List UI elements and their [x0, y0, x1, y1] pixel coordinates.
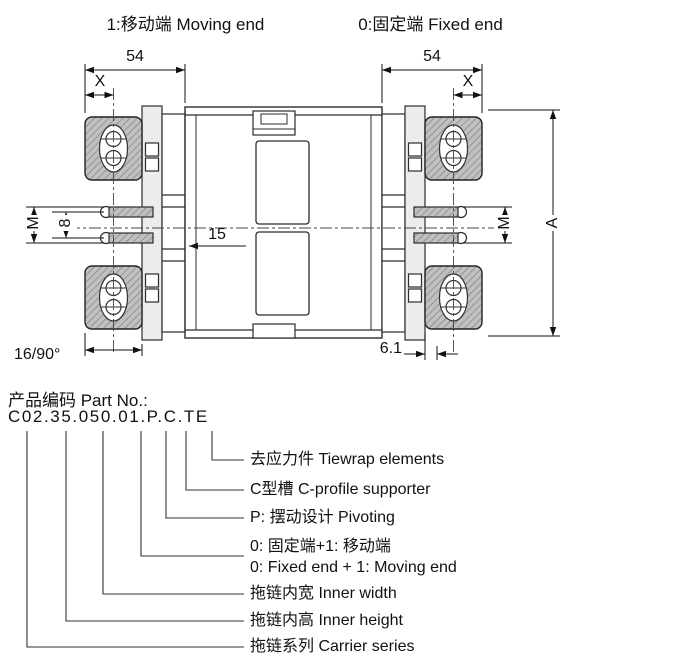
breakdown-label-tiewrap: 去应力件 Tiewrap elements: [250, 451, 445, 468]
dim-x-left: X: [94, 73, 106, 90]
breakdown-label-ends: 0: 固定端+1: 移动端 0: Fixed end + 1: Moving e…: [250, 536, 457, 578]
bottom-notch: [252, 323, 296, 339]
inner-cavity-top: [255, 140, 310, 225]
right-plate: [404, 105, 426, 341]
breakdown-label-pivoting: P: 摆动设计 Pivoting: [250, 509, 395, 526]
slotted-holes: [98, 124, 469, 322]
centerlines: [68, 88, 500, 354]
dim-a: A: [542, 215, 564, 231]
part-no-label: 产品编码 Part No.:: [8, 391, 148, 410]
left-plate: [141, 105, 163, 341]
moving-end-label: 1:移动端 Moving end: [106, 15, 265, 34]
dim-m-right: M: [494, 215, 516, 231]
breakdown-connectors: [26, 431, 244, 648]
dimension-lines: [26, 64, 560, 360]
dim-54-right: 54: [423, 48, 441, 65]
inner-cavity-bottom: [255, 231, 310, 316]
dim-6-1: 6.1: [379, 340, 402, 357]
right-side-band: [381, 113, 406, 333]
breakdown-label-inner-width: 拖链内宽 Inner width: [250, 585, 397, 602]
right-pins: [413, 205, 468, 245]
part-no-code: C02.35.050.01.P.C.TE: [8, 407, 209, 426]
dim-54-left: 54: [126, 48, 144, 65]
dim-m-left: M: [23, 215, 45, 231]
breakdown-label-c-profile: C型槽 C-profile supporter: [250, 481, 431, 498]
dim-15: 15: [208, 226, 226, 243]
breakdown-label-inner-height: 拖链内高 Inner height: [250, 612, 403, 629]
breakdown-label-ends-cn: 0: 固定端+1: 移动端: [250, 538, 391, 555]
fixed-end-label: 0:固定端 Fixed end: [358, 15, 503, 34]
drawing-structure: [84, 105, 483, 341]
dim-8: 8: [55, 215, 77, 231]
breakdown-label-carrier-series: 拖链系列 Carrier series: [250, 638, 415, 655]
left-side-band: [161, 113, 186, 333]
dim-angle: 16/90°: [14, 346, 61, 363]
breakdown-label-ends-en: 0: Fixed end + 1: Moving end: [250, 559, 457, 576]
dim-x-right: X: [462, 73, 474, 90]
